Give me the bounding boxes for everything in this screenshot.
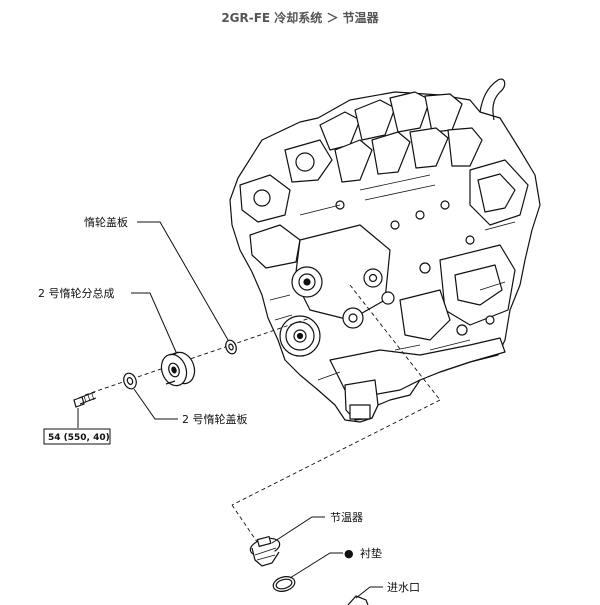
leader-lines: [77, 221, 383, 599]
leader-gasket: [289, 552, 343, 579]
thermostat-axis-dashed-line-upper: [349, 284, 441, 401]
non-reusable-symbol: ●: [344, 547, 354, 560]
idler-axis-dashed-line: [84, 317, 311, 396]
thermostat-axis-dashed-line-lower: [231, 399, 441, 506]
thermostat-axis-dashed-line-down: [231, 504, 269, 559]
torque-spec-box: 54 (550, 40): [43, 428, 111, 445]
water-inlet-part: [347, 595, 369, 605]
label-no2-idler-assembly: 2 号惰轮分总成: [38, 286, 115, 300]
label-no2-idler-cover-plate: 2 号惰轮盖板: [182, 412, 248, 426]
page-title: 2GR-FE 冷却系统 ＞ 节温器: [221, 11, 379, 25]
leader-thermostat: [271, 516, 325, 544]
label-thermostat: 节温器: [330, 511, 363, 524]
label-water-inlet: 进水口: [387, 581, 420, 594]
thermostat-part: [249, 535, 281, 567]
alignment-dashed-lines: [84, 284, 441, 559]
label-gasket: 衬垫: [360, 546, 382, 560]
gasket-part: [272, 576, 296, 592]
torque-spec-text: 54 (550, 40): [48, 433, 110, 443]
idler-cover-plate-part: [225, 339, 237, 355]
engine-block-illustration: [229, 78, 541, 423]
leader-no2-idler-cover-plate: [133, 388, 178, 420]
leader-water-inlet: [355, 586, 383, 599]
no2-idler-assembly-part: [160, 351, 196, 387]
leader-idler-cover-plate: [137, 221, 229, 341]
idler-bolt-part: [73, 391, 97, 408]
leader-no2-idler-assembly: [131, 292, 177, 353]
label-idler-cover-plate: 惰轮盖板: [84, 215, 128, 229]
no2-idler-cover-plate-part: [123, 372, 137, 390]
